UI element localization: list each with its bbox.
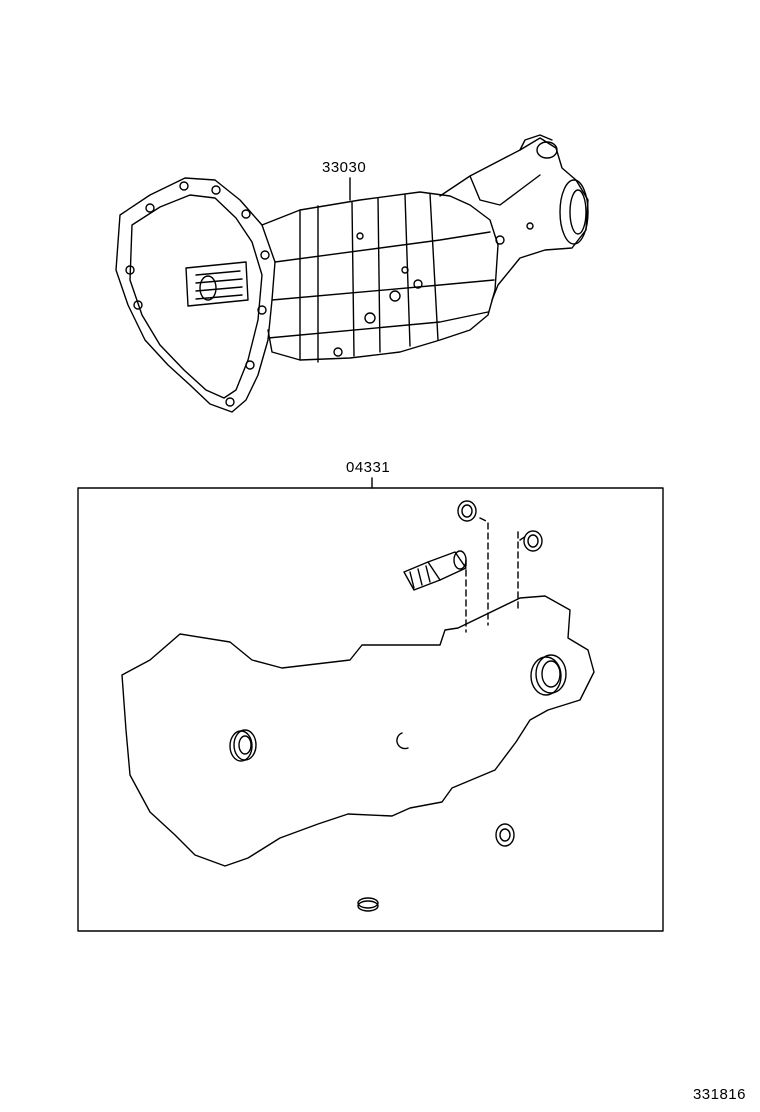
oil-seal-small — [495, 823, 515, 847]
seal-top-right — [523, 530, 543, 552]
back-up-light-switch — [403, 550, 467, 591]
callout-label-04331: 04331 — [346, 459, 391, 476]
oil-seal-left — [229, 729, 257, 762]
snap-ring — [396, 732, 409, 750]
overhaul-kit-drawing — [77, 477, 664, 932]
transmission-case — [261, 191, 499, 361]
kit-frame — [77, 487, 664, 932]
figure-number: 331816 — [692, 1086, 746, 1103]
oil-seal-large — [530, 654, 567, 696]
gasket — [121, 595, 595, 867]
bell-housing — [115, 177, 276, 413]
transmission-assembly-drawing — [115, 134, 589, 413]
callout-label-33030: 33030 — [322, 159, 367, 176]
dashed-lines — [465, 517, 527, 633]
washer — [357, 897, 379, 912]
seal-top-left — [457, 500, 477, 522]
extension-housing — [439, 137, 589, 301]
